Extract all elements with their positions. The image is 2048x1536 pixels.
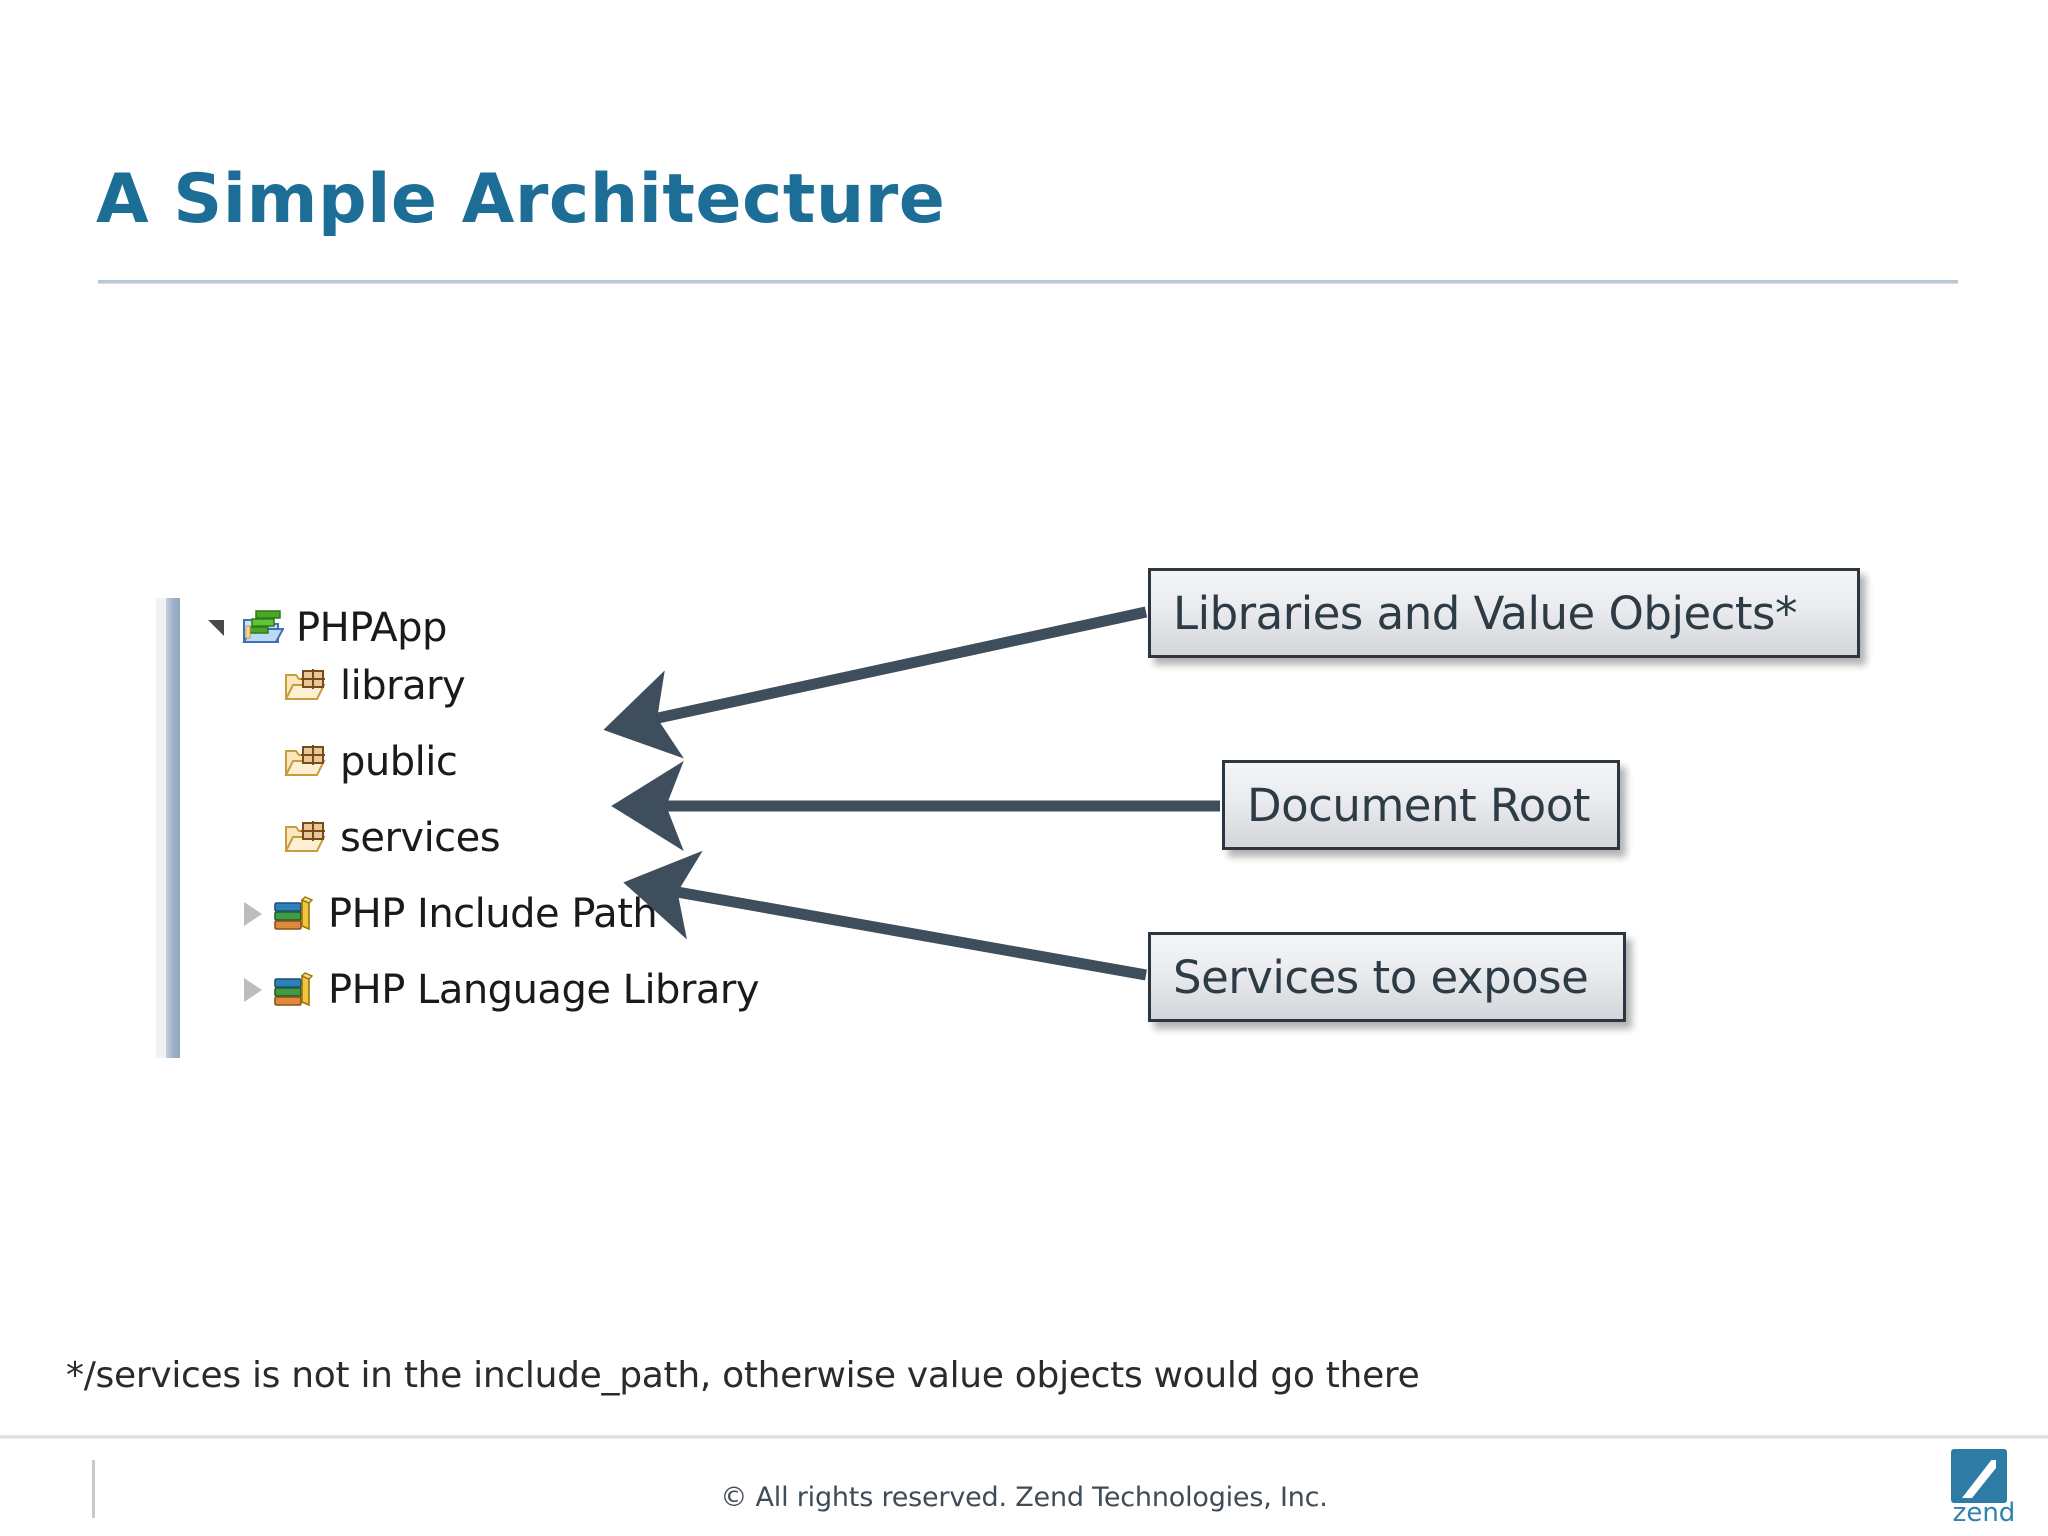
tree-item-services[interactable]: services bbox=[284, 808, 501, 868]
tree-item-label: PHPApp bbox=[296, 605, 447, 651]
page-title: A Simple Architecture bbox=[96, 160, 946, 239]
copyright-text: © All rights reserved. Zend Technologies… bbox=[720, 1482, 1328, 1513]
callout-services-to-expose[interactable]: Services to expose bbox=[1148, 932, 1626, 1022]
footer-divider-line bbox=[0, 1434, 2048, 1439]
callout-label: Services to expose bbox=[1173, 950, 1589, 1004]
footer-tick-mark bbox=[92, 1460, 95, 1518]
zend-logo-mark bbox=[1951, 1449, 2007, 1503]
collapse-triangle-icon[interactable] bbox=[232, 894, 272, 934]
tree-item-php-include-path[interactable]: PHP Include Path bbox=[232, 884, 658, 944]
callout-document-root[interactable]: Document Root bbox=[1222, 760, 1620, 850]
callout-libraries[interactable]: Libraries and Value Objects* bbox=[1148, 568, 1860, 658]
php-project-folder-icon bbox=[240, 608, 285, 648]
project-tree[interactable]: PHPApp library bbox=[156, 598, 936, 1058]
tree-scrollbar-thumb[interactable] bbox=[166, 598, 180, 1058]
content-panel bbox=[110, 312, 1958, 1416]
tree-item-label: public bbox=[340, 739, 458, 785]
zend-logo-wordmark: zend bbox=[1952, 1498, 2016, 1528]
tree-item-php-language-library[interactable]: PHP Language Library bbox=[232, 960, 760, 1020]
expand-triangle-icon[interactable] bbox=[200, 608, 240, 648]
callout-label: Libraries and Value Objects* bbox=[1173, 586, 1798, 640]
tree-item-phpapp[interactable]: PHPApp bbox=[200, 598, 447, 658]
package-folder-icon bbox=[284, 818, 328, 858]
package-folder-icon bbox=[284, 742, 328, 782]
book-stack-icon bbox=[272, 970, 316, 1010]
tree-item-label: PHP Language Library bbox=[328, 967, 760, 1013]
tree-item-label: library bbox=[340, 663, 466, 709]
tree-item-label: PHP Include Path bbox=[328, 891, 658, 937]
callout-label: Document Root bbox=[1247, 778, 1590, 832]
tree-item-library[interactable]: library bbox=[284, 656, 466, 716]
book-stack-icon bbox=[272, 894, 316, 934]
footnote-text: */services is not in the include_path, o… bbox=[66, 1355, 1420, 1396]
title-divider bbox=[98, 280, 1958, 284]
zend-logo: zend bbox=[1942, 1448, 2026, 1530]
collapse-triangle-icon[interactable] bbox=[232, 970, 272, 1010]
package-folder-icon bbox=[284, 666, 328, 706]
tree-scrollbar[interactable] bbox=[156, 598, 180, 1058]
tree-item-public[interactable]: public bbox=[284, 732, 458, 792]
tree-item-label: services bbox=[340, 815, 501, 861]
